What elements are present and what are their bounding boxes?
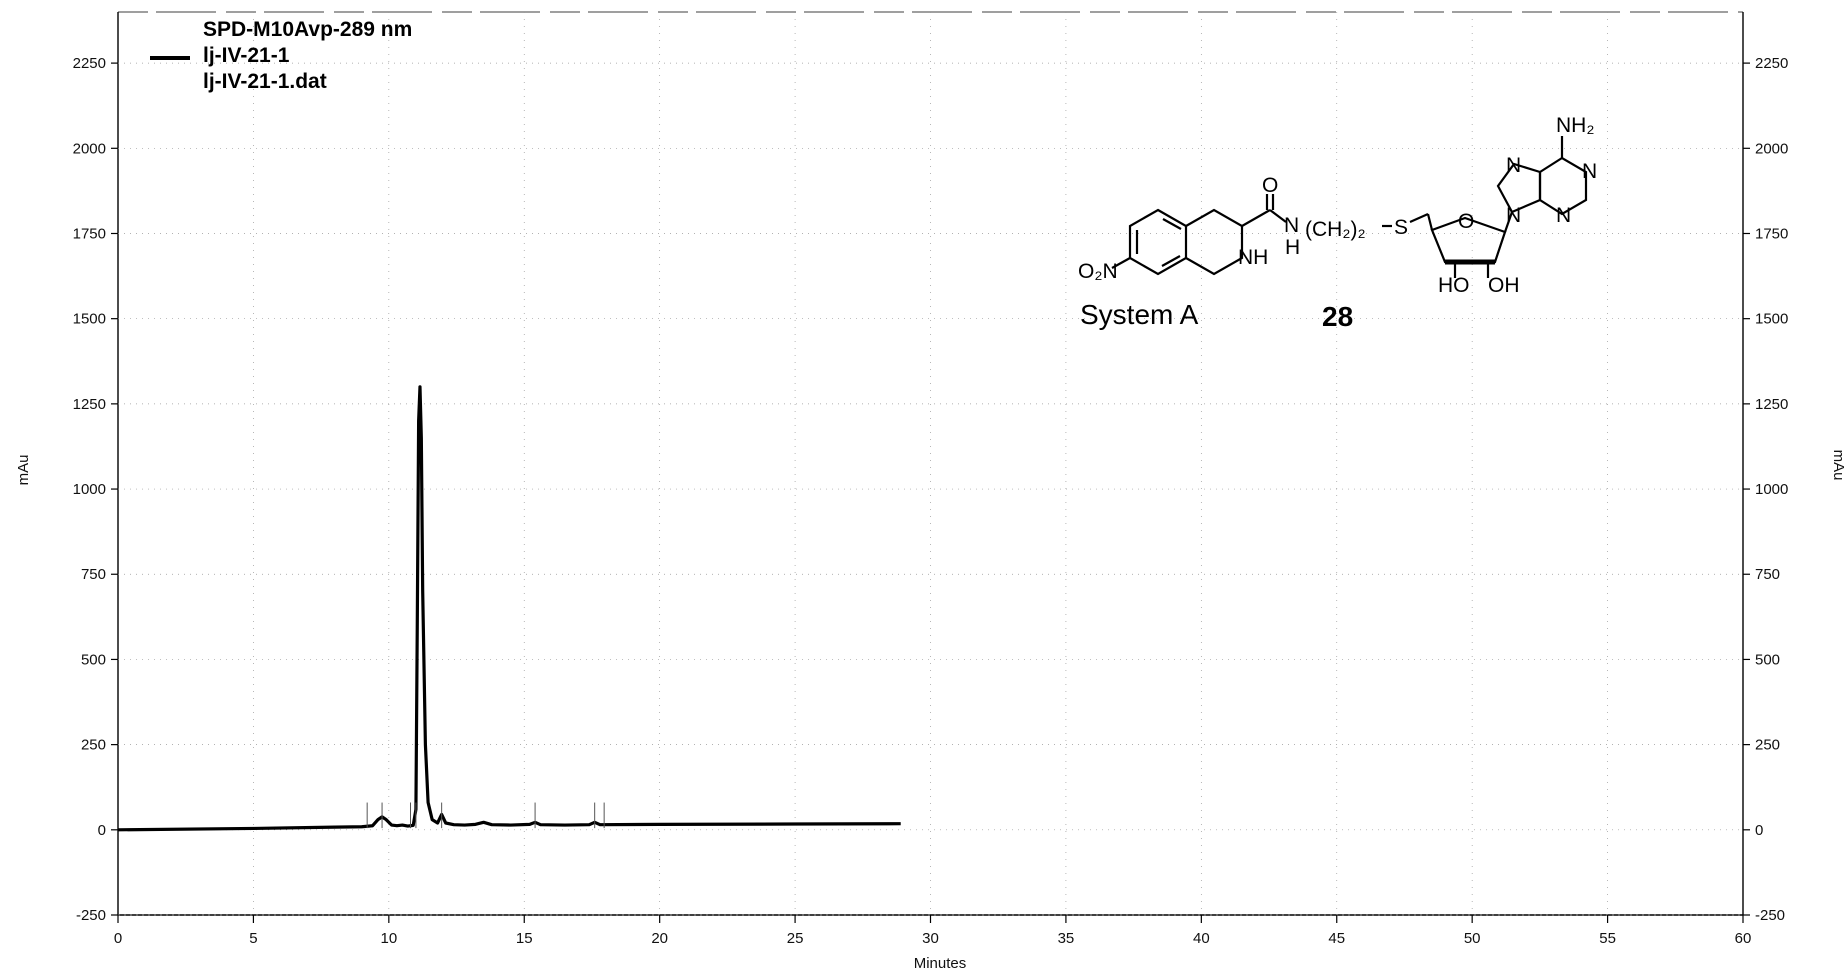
legend-line-1: SPD-M10Avp-289 nm (203, 18, 412, 41)
y-tick-label: -250 (76, 907, 106, 924)
legend-line-3: lj-IV-21-1.dat (203, 70, 327, 93)
y-axis-label-right: mAu (1830, 450, 1844, 481)
amide-n-label: N (1284, 214, 1299, 237)
x-tick-label: 0 (114, 930, 122, 947)
y-tick-label: 1250 (73, 396, 106, 413)
amide-h-label: H (1285, 236, 1300, 259)
y2-tick-label: 1500 (1755, 311, 1788, 328)
y2-tick-label: 2000 (1755, 140, 1788, 157)
system-label: System A (1080, 299, 1199, 330)
y-tick-label: 2000 (73, 140, 106, 157)
purine-five-ring (1496, 162, 1542, 214)
ch2-bond (1426, 213, 1434, 231)
x-tick-label: 30 (922, 930, 939, 947)
left-y-ticks: -250 0 250 500 750 1000 1250 1500 1750 2000 2250 (73, 55, 118, 924)
legend-line-2: lj-IV-21-1 (203, 44, 290, 67)
y2-tick-label: -250 (1755, 907, 1785, 924)
x-tick-label: 55 (1599, 930, 1616, 947)
x-tick-label: 20 (651, 930, 668, 947)
y-tick-label: 1500 (73, 311, 106, 328)
y-tick-label: 1750 (73, 225, 106, 242)
y2-tick-label: 500 (1755, 651, 1780, 668)
x-tick-label: 25 (787, 930, 804, 947)
right-y-ticks: -250 0 250 500 750 1000 1250 1500 1750 2000 2250 (1743, 55, 1788, 924)
y-tick-label: 2250 (73, 55, 106, 72)
y2-tick-label: 250 (1755, 737, 1780, 754)
ribose-n9-bond (1503, 211, 1514, 233)
benzene-inner-bond-3 (1161, 255, 1181, 267)
ring-nh-label: NH (1238, 246, 1268, 269)
x-tick-label: 10 (380, 930, 397, 947)
y-tick-label: 750 (81, 566, 106, 583)
y2-tick-label: 750 (1755, 566, 1780, 583)
sulfur-bond-right (1409, 212, 1429, 224)
x-tick-label: 35 (1058, 930, 1075, 947)
sulfur-label: S (1394, 216, 1408, 239)
y-tick-label: 1000 (73, 481, 106, 498)
benzene-ring (1128, 208, 1188, 276)
peak-markers (366, 802, 605, 829)
benzene-inner-bond-1 (1162, 218, 1182, 230)
nitro-bond (1111, 257, 1131, 269)
purine-n7-label: N (1506, 154, 1521, 177)
ethylene-label: (CH₂)₂ (1305, 218, 1366, 241)
x-tick-label: 15 (516, 930, 533, 947)
y2-tick-label: 2250 (1755, 55, 1788, 72)
purine-n9-label: N (1506, 204, 1521, 227)
oh-label: OH (1488, 274, 1520, 297)
y2-tick-label: 0 (1755, 822, 1763, 839)
x-tick-label: 40 (1193, 930, 1210, 947)
y-tick-label: 0 (98, 822, 106, 839)
x-tick-label: 50 (1464, 930, 1481, 947)
compound-number: 28 (1322, 301, 1353, 332)
x-tick-label: 5 (249, 930, 257, 947)
chemical-structure (1111, 136, 1588, 278)
ho-label: HO (1438, 274, 1470, 297)
amide-bond (1241, 209, 1271, 227)
ribose-o-label: O (1458, 210, 1474, 233)
purine-n3-label: N (1556, 204, 1571, 227)
purine-n1-label: N (1582, 160, 1597, 183)
y-tick-label: 500 (81, 651, 106, 668)
carbonyl-o-label: O (1262, 174, 1278, 197)
x-tick-label: 60 (1735, 930, 1752, 947)
y2-tick-label: 1250 (1755, 396, 1788, 413)
chemical-structure-labels: O N H NH O₂N (CH₂)₂ S O HO OH NH₂ N N N … (1078, 114, 1597, 297)
nh2-label: NH₂ (1556, 114, 1594, 137)
y-axis-label-left: mAu (15, 455, 32, 486)
nitro-label: O₂N (1078, 260, 1118, 283)
amide-n-bond (1269, 209, 1287, 223)
y2-tick-label: 1000 (1755, 481, 1788, 498)
thiq-ring (1185, 208, 1244, 276)
series-line (117, 385, 901, 832)
y2-tick-label: 1750 (1755, 225, 1788, 242)
legend: SPD-M10Avp-289 nm lj-IV-21-1 lj-IV-21-1.… (150, 18, 412, 93)
y-tick-label: 250 (81, 737, 106, 754)
ribose-ring (1430, 216, 1507, 264)
x-ticks: 0 5 10 15 20 25 30 35 40 45 50 55 60 (114, 915, 1752, 947)
x-axis-label: Minutes (914, 955, 967, 971)
x-tick-label: 45 (1328, 930, 1345, 947)
grid-lines (118, 12, 1743, 916)
